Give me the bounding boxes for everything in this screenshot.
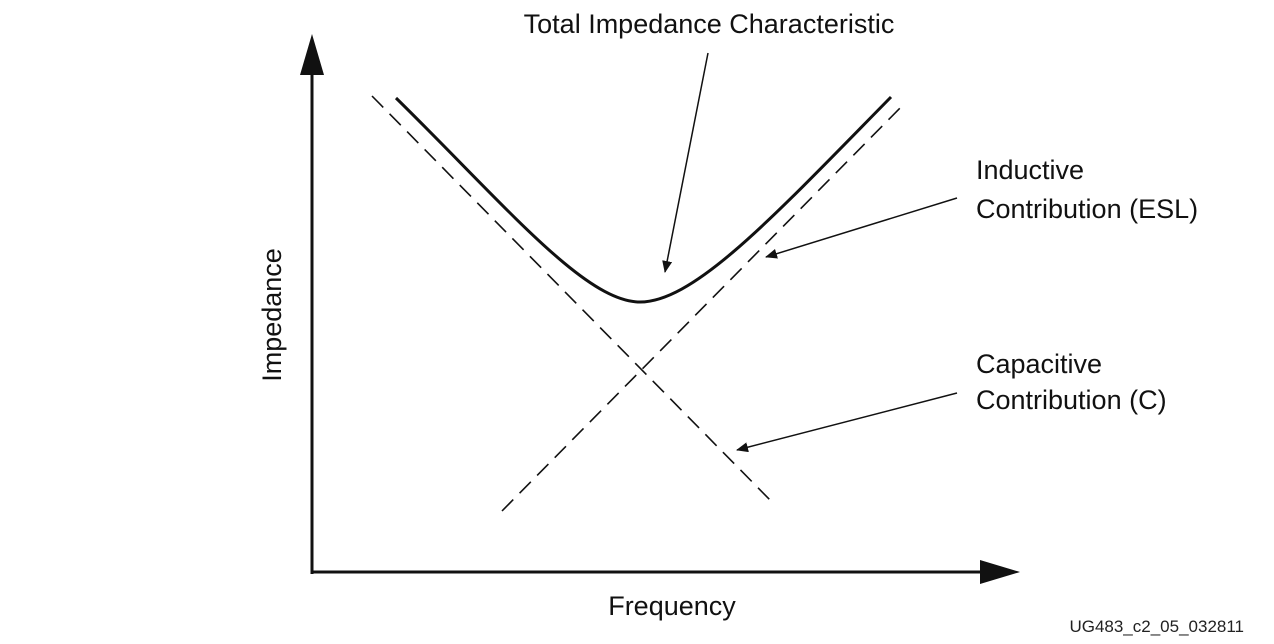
capacitive-dashed-line [371,95,774,504]
capacitive-callout-arrow [736,392,958,453]
inductive-label-line2: Contribution (ESL) [976,194,1198,224]
inductive-callout-arrow [765,197,958,259]
total-callout-arrow [662,52,709,273]
x-axis-label: Frequency [608,591,736,621]
inductive-dashed-line [501,101,907,512]
x-axis-arrowhead [980,560,1020,584]
figure-id-label: UG483_c2_05_032811 [1069,617,1244,636]
total-impedance-label: Total Impedance Characteristic [524,9,895,39]
y-axis-label: Impedance [257,248,287,382]
total-impedance-curve [394,95,893,304]
capacitive-label-line1: Capacitive [976,349,1102,379]
y-axis-arrowhead [300,34,324,75]
capacitive-label-line2: Contribution (C) [976,385,1167,415]
inductive-label-line1: Inductive [976,155,1084,185]
